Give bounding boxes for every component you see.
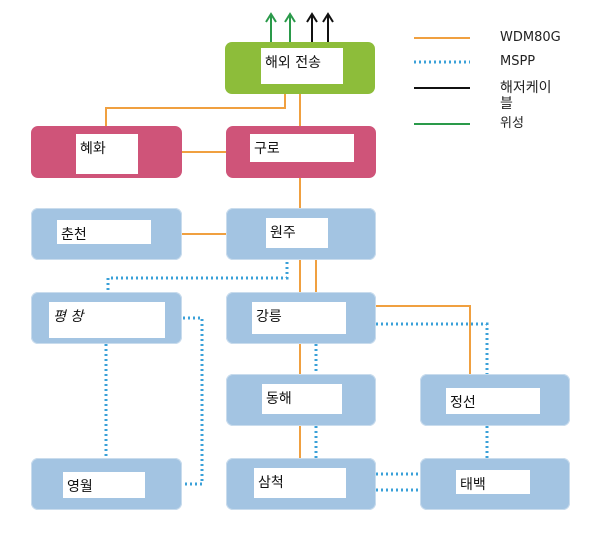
node-chuncheon: 춘천 — [31, 208, 182, 260]
cable-arrow-1 — [306, 12, 318, 42]
legend-satellite-label: 위성 — [500, 116, 562, 132]
node-donghae: 동해 — [226, 374, 376, 426]
node-gangneung: 강릉 — [226, 292, 376, 344]
link-gangneung-jeongseon — [376, 305, 471, 374]
link-wonju-pyeongchang — [106, 262, 289, 292]
node-pyeongchang: 평 창 — [31, 292, 182, 344]
node-donghae-label: 동해 — [262, 384, 342, 414]
legend-cable-label: 해저케이블 — [500, 80, 562, 112]
uplink-arrows — [265, 12, 334, 42]
satellite-arrow-1 — [265, 12, 277, 42]
node-wonju: 원주 — [226, 208, 376, 260]
node-samcheok: 삼척 — [226, 458, 376, 510]
node-hyehwa-label: 혜화 — [76, 134, 138, 174]
link-overseas-hyehwa — [105, 94, 286, 126]
node-taebaek: 태백 — [420, 458, 570, 510]
node-gangneung-label: 강릉 — [252, 302, 346, 334]
legend-wdm-label: WDM80G — [500, 30, 561, 46]
node-guro-label: 구로 — [250, 134, 354, 162]
legend-lines — [414, 37, 470, 125]
node-jeongseon: 정선 — [420, 374, 570, 426]
node-pyeongchang-label: 평 창 — [49, 302, 165, 338]
node-overseas-label: 해외 전송 — [261, 48, 343, 84]
wdm-links — [105, 94, 471, 458]
node-taebaek-label: 태백 — [456, 470, 530, 494]
node-guro: 구로 — [226, 126, 376, 178]
node-jeongseon-label: 정선 — [446, 388, 540, 414]
mspp-links — [104, 262, 489, 492]
node-yeongwol-label: 영월 — [63, 472, 145, 498]
link-pyeongchang-yeongwol-outer — [183, 316, 204, 486]
node-yeongwol: 영월 — [31, 458, 182, 510]
node-samcheok-label: 삼척 — [254, 468, 346, 498]
satellite-arrow-2 — [284, 12, 296, 42]
node-wonju-label: 원주 — [266, 218, 328, 248]
node-chuncheon-label: 춘천 — [57, 220, 151, 244]
node-hyehwa: 혜화 — [31, 126, 182, 178]
cable-arrow-2 — [322, 12, 334, 42]
legend-mspp-label: MSPP — [500, 54, 536, 70]
node-overseas: 해외 전송 — [225, 42, 375, 94]
link-gangneung-jeongseon-mspp — [376, 322, 489, 374]
